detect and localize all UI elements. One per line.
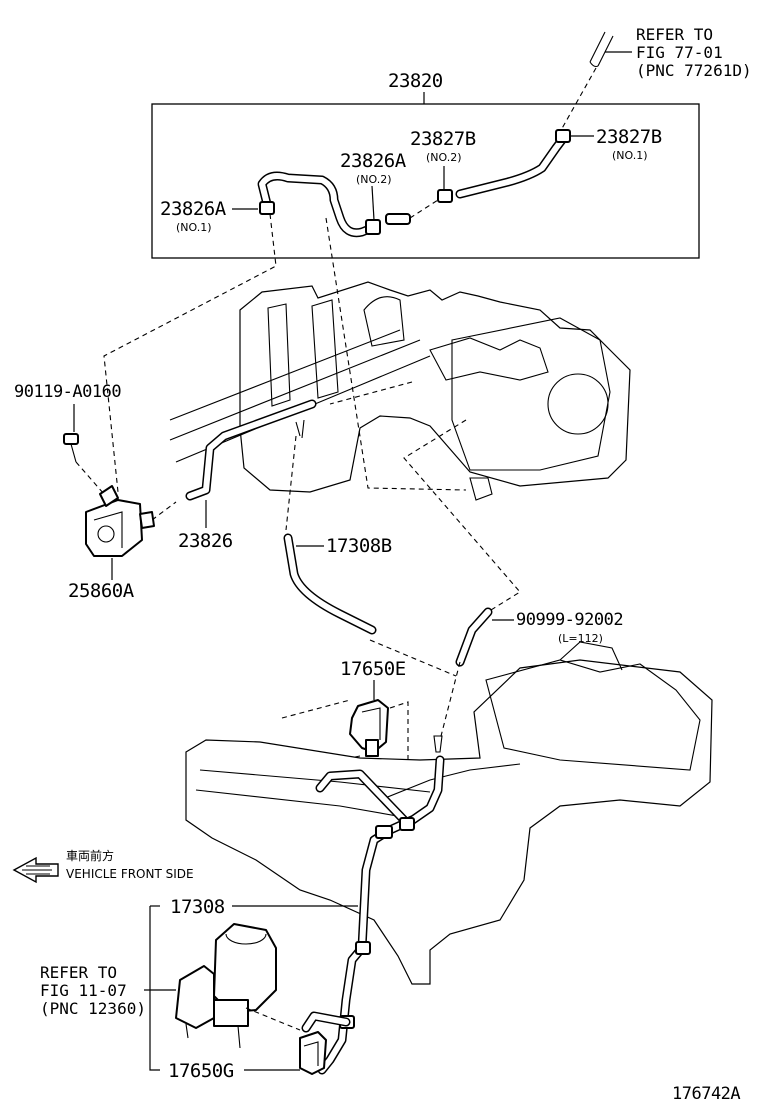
label-vehicle-front-side: VEHICLE FRONT SIDE (66, 867, 194, 881)
label-23826a-no1: 23826A (160, 198, 226, 220)
note-90999-length: (L=112) (558, 632, 603, 645)
label-17308: 17308 (170, 896, 225, 918)
note-23826a-no1: (NO.1) (176, 221, 212, 234)
vsv-17650g-shape (299, 1031, 327, 1075)
label-23827b-no1: 23827B (596, 126, 662, 148)
refer-top-line3: (PNC 77261D) (636, 61, 752, 80)
refer-bottom-line1: REFER TO (40, 963, 118, 982)
refer-top-line1: REFER TO (636, 25, 714, 44)
upper-dashed-lines (103, 213, 521, 677)
label-23827b-no2: 23827B (410, 128, 476, 150)
top-pipe (559, 31, 632, 133)
assembly-hoses (232, 129, 594, 238)
note-23827b-no1: (NO.1) (612, 149, 648, 162)
note-23826a-no2: (NO.2) (356, 173, 392, 186)
refer-bottom-line3: (PNC 12360) (40, 999, 146, 1018)
canister-shape (175, 923, 301, 1049)
label-17308b: 17308B (326, 535, 392, 557)
figure-id: 176742A (672, 1084, 741, 1104)
hose-assembly-frame (151, 103, 700, 259)
label-17650e: 17650E (340, 658, 406, 680)
valve-shape (85, 485, 155, 580)
hose-90999-shape (439, 607, 514, 741)
label-refer-fig-11-07: REFER TO FIG 11-07 (PNC 12360) (40, 964, 146, 1018)
refer-bottom-line2: FIG 11-07 (40, 981, 127, 1000)
bolt-shape (63, 404, 105, 495)
label-23820: 23820 (388, 70, 443, 92)
hose-23826-shape (185, 399, 317, 528)
hose-17308b-shape (283, 533, 377, 635)
label-front-jp: 車両前方 (66, 849, 115, 863)
label-refer-fig-77-01: REFER TO FIG 77-01 (PNC 77261D) (636, 26, 752, 80)
label-25860a: 25860A (68, 580, 134, 602)
label-90999-92002: 90999-92002 (516, 610, 624, 630)
bracket-lines (144, 905, 358, 1071)
note-23827b-no2: (NO.2) (426, 151, 462, 164)
front-arrow-icon (12, 856, 59, 884)
label-17650g: 17650G (168, 1060, 234, 1082)
engine-outline (169, 281, 631, 501)
label-23826: 23826 (178, 530, 233, 552)
label-23826a-no2: 23826A (340, 150, 406, 172)
hose-17308-shape (301, 735, 445, 1075)
refer-top-line2: FIG 77-01 (636, 43, 723, 62)
label-90119-a0160: 90119-A0160 (14, 382, 122, 402)
